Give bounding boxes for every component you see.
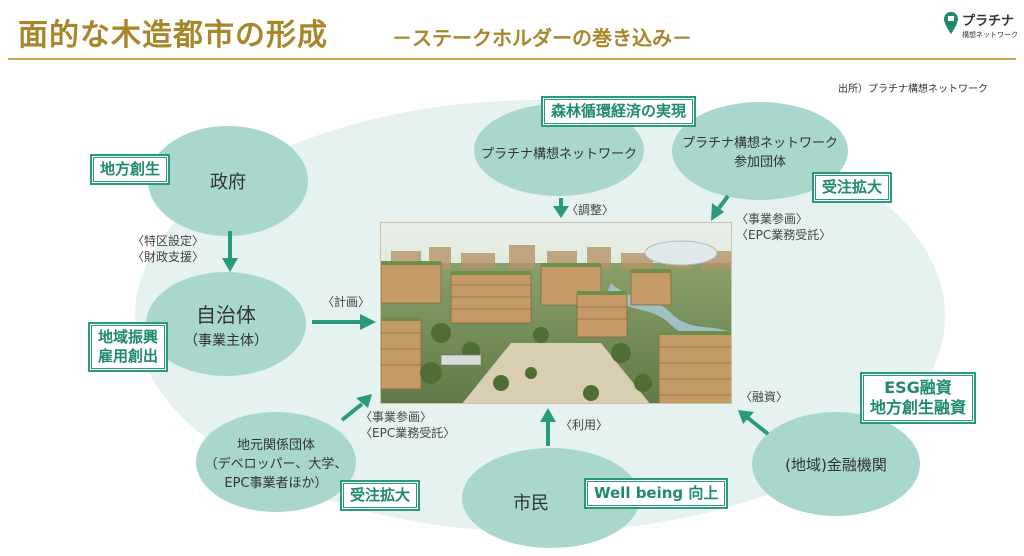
node-finance: (地域)金融機関 (752, 412, 920, 516)
label-usage: 〈利用〉 (560, 418, 609, 432)
node-government: 政府 (148, 126, 308, 236)
tag-forest-economy: 森林循環経済の実現 (541, 96, 697, 127)
node-local-orgs-line2: （デベロッパー、大学、 (204, 456, 348, 472)
logo-subtext: 構想ネットワーク (962, 31, 1018, 39)
node-local-orgs-line3: EPC事業者ほか） (224, 475, 328, 491)
label-coordination: 〈調整〉 (566, 203, 615, 217)
node-government-label: 政府 (210, 172, 246, 193)
tag-order-expansion-top: 受注拡大 (812, 172, 893, 203)
node-municipality: 自治体 （事業主体） (146, 272, 306, 376)
node-municipality-label: 自治体 (196, 302, 256, 327)
tag-regional-revitalization-label: 地方創生 (93, 157, 168, 182)
node-municipality-sub: （事業主体） (184, 332, 268, 349)
label-project-bottom-2: 〈EPC業務受託〉 (360, 426, 456, 440)
label-planning: 〈計画〉 (322, 295, 371, 309)
node-finance-label: (地域)金融機関 (785, 455, 887, 474)
location-pin-icon (944, 12, 958, 34)
label-project-top-1: 〈事業参画〉 (736, 212, 809, 226)
tag-well-being: Well being 向上 (584, 478, 729, 509)
tag-esg-line1: ESG融資 (884, 378, 952, 397)
header-divider (8, 58, 1016, 60)
tag-well-being-label: Well being 向上 (587, 481, 726, 506)
tag-regional-revitalization: 地方創生 (90, 154, 171, 185)
node-citizens-label: 市民 (513, 493, 549, 514)
source-note: 出所）プラチナ構想ネットワーク (838, 84, 988, 95)
tag-order-expansion-bottom: 受注拡大 (340, 480, 421, 511)
tag-forest-economy-label: 森林循環経済の実現 (544, 99, 694, 124)
label-financing: 〈融資〉 (740, 390, 789, 404)
tag-regional-promotion: 地域振興 雇用創出 (88, 322, 169, 372)
label-financial-support: 〈財政支援〉 (132, 250, 205, 264)
tag-regional-promotion-line2: 雇用創出 (98, 346, 159, 365)
wooden-city-illustration (380, 222, 732, 404)
node-local-orgs: 地元関係団体 （デベロッパー、大学、 EPC事業者ほか） (196, 412, 356, 512)
tag-regional-promotion-line1: 地域振興 (98, 328, 159, 346)
node-local-orgs-line1: 地元関係団体 (236, 437, 315, 453)
tag-esg-line2: 地方創生融資 (870, 398, 967, 417)
page-subtitle: －ステークホルダーの巻き込み－ (392, 26, 692, 50)
page-title: 面的な木造都市の形成 (18, 18, 328, 53)
node-platinum-network-label: プラチナ構想ネットワーク (480, 146, 637, 162)
tag-order-expansion-top-label: 受注拡大 (815, 175, 890, 200)
logo-name: プラチナ (962, 14, 1015, 29)
label-special-zone: 〈特区設定〉 (132, 234, 205, 248)
label-project-top-2: 〈EPC業務受託〉 (736, 228, 832, 242)
label-project-bottom-1: 〈事業参画〉 (360, 410, 433, 424)
node-member-orgs-line2: 参加団体 (733, 155, 786, 170)
node-member-orgs-line1: プラチナ構想ネットワーク (681, 136, 838, 151)
tag-esg-financing: ESG融資 地方創生融資 (860, 372, 977, 424)
platinum-logo: プラチナ 構想ネットワーク (940, 8, 1020, 48)
tag-order-expansion-bottom-label: 受注拡大 (343, 483, 418, 508)
